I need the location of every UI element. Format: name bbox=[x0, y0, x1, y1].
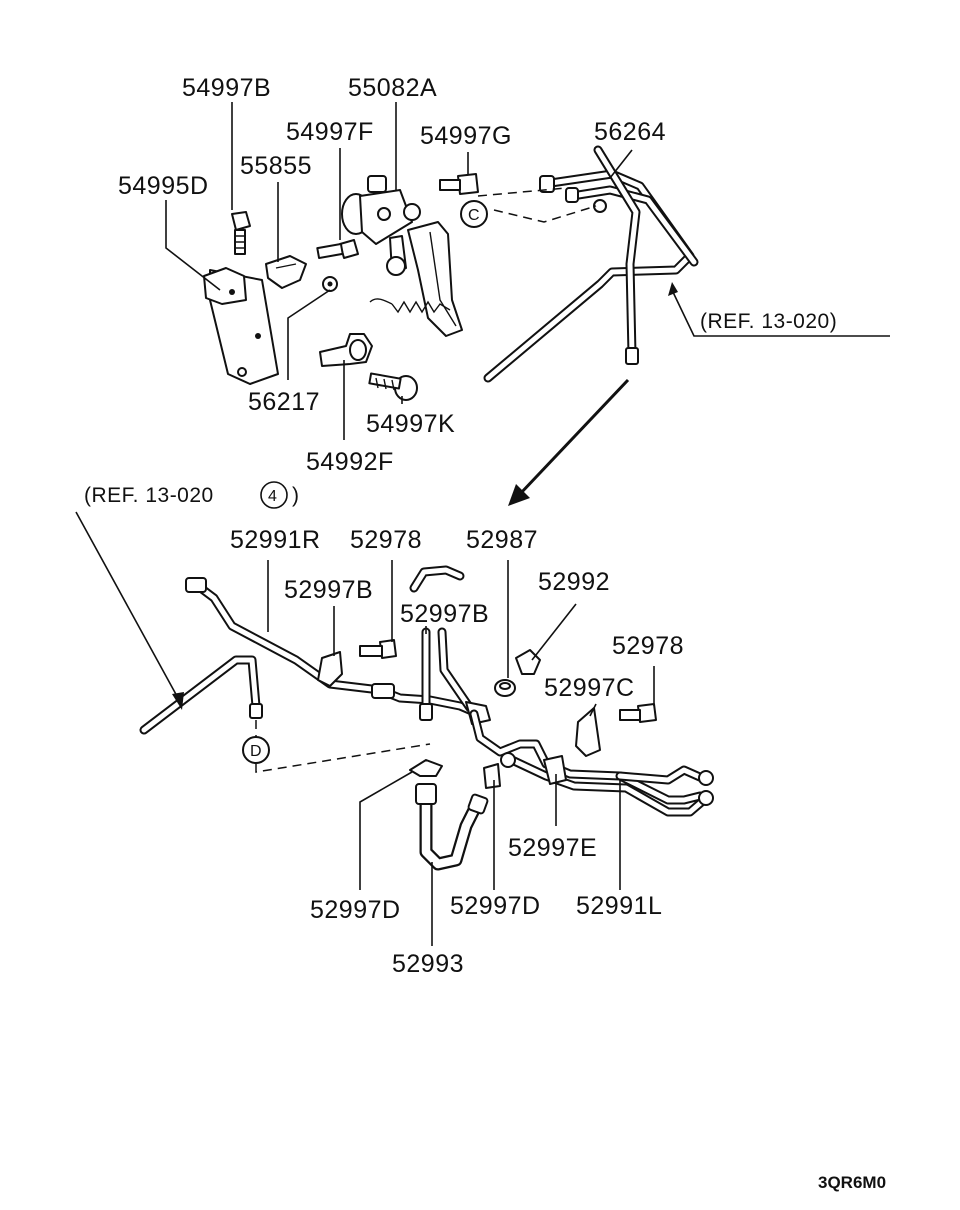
part-bolt-52978-left[interactable] bbox=[359, 639, 397, 659]
part-nut-52987[interactable] bbox=[494, 679, 516, 697]
part-bracket-54995d[interactable] bbox=[203, 267, 279, 385]
label-52997d-b[interactable]: 52997D bbox=[450, 892, 541, 920]
part-short-pipe bbox=[409, 565, 465, 721]
part-bolt-54997g[interactable] bbox=[439, 173, 479, 195]
part-clip-55855[interactable] bbox=[265, 255, 307, 289]
reference-labels: (REF. 13-020) (REF. 13-020 4 ) bbox=[84, 310, 837, 509]
lower-leaders bbox=[75, 511, 655, 946]
part-brake-pipe-52991r[interactable] bbox=[185, 577, 479, 717]
part-clip-52997b-right[interactable] bbox=[437, 627, 491, 725]
part-bolt-54997b-top[interactable] bbox=[231, 211, 251, 255]
lower-assembly: D bbox=[139, 565, 714, 871]
ref-lower-suffix: ) bbox=[292, 484, 300, 507]
label-52997c[interactable]: 52997C bbox=[544, 674, 635, 702]
marker-d-text: D bbox=[250, 743, 262, 760]
part-clip-52997b-left[interactable] bbox=[317, 651, 343, 687]
marker-c-text: C bbox=[468, 207, 480, 224]
label-52997d-a[interactable]: 52997D bbox=[310, 896, 401, 924]
label-54995d[interactable]: 54995D bbox=[118, 172, 209, 200]
part-bolt-54997f[interactable] bbox=[316, 239, 359, 260]
label-54997f[interactable]: 54997F bbox=[286, 118, 374, 146]
part-valve-55082a[interactable] bbox=[341, 175, 463, 337]
part-washer-56217[interactable] bbox=[322, 276, 338, 292]
label-55082a[interactable]: 55082A bbox=[348, 74, 437, 102]
assembly-arrow bbox=[508, 378, 630, 506]
connection-marker-c: C bbox=[460, 187, 597, 228]
diagram-code: 3QR6M0 bbox=[818, 1173, 886, 1192]
part-cushion-52992[interactable] bbox=[515, 649, 541, 675]
ref-lower-circle-number: 4 bbox=[268, 488, 277, 505]
part-clamp-52997e[interactable] bbox=[543, 755, 567, 785]
part-bolt-52978-right[interactable] bbox=[619, 703, 657, 723]
ref-lower-circle bbox=[260, 481, 288, 509]
upper-leaders bbox=[165, 102, 890, 440]
label-52997b-a[interactable]: 52997B bbox=[284, 576, 373, 604]
label-52992[interactable]: 52992 bbox=[538, 568, 610, 596]
part-clip-52997d-left[interactable] bbox=[409, 759, 443, 777]
label-52997b-b[interactable]: 52997B bbox=[400, 600, 489, 628]
label-54992f[interactable]: 54992F bbox=[306, 448, 394, 476]
part-spring bbox=[369, 298, 451, 314]
label-54997b-top[interactable]: 54997B bbox=[182, 74, 271, 102]
ref-lower-label[interactable]: (REF. 13-020 bbox=[84, 484, 214, 507]
label-54997g[interactable]: 54997G bbox=[420, 122, 512, 150]
label-52987[interactable]: 52987 bbox=[466, 526, 538, 554]
label-52991l[interactable]: 52991L bbox=[576, 892, 662, 920]
part-brake-pipe-56264[interactable] bbox=[483, 145, 699, 383]
label-54997k[interactable]: 54997K bbox=[366, 410, 455, 438]
label-56264[interactable]: 56264 bbox=[594, 118, 666, 146]
label-56217[interactable]: 56217 bbox=[248, 388, 320, 416]
label-52978-a[interactable]: 52978 bbox=[350, 526, 422, 554]
label-52978-b[interactable]: 52978 bbox=[612, 632, 684, 660]
upper-assembly: C bbox=[203, 145, 699, 506]
part-labels: 54997B 55082A 54997F 54997G 56264 55855 … bbox=[118, 74, 684, 978]
part-brake-hose-52993[interactable] bbox=[415, 783, 489, 871]
label-55855[interactable]: 55855 bbox=[240, 152, 312, 180]
part-clip-52997d-right[interactable] bbox=[483, 763, 501, 789]
connection-marker-d: D bbox=[242, 720, 431, 773]
label-52997e[interactable]: 52997E bbox=[508, 834, 597, 862]
part-reference-pipe bbox=[139, 655, 263, 735]
label-52991r[interactable]: 52991R bbox=[230, 526, 321, 554]
part-clamp-54992f[interactable] bbox=[319, 333, 373, 367]
label-52993[interactable]: 52993 bbox=[392, 950, 464, 978]
part-bolt-54997k[interactable] bbox=[368, 372, 418, 401]
ref-upper-label[interactable]: (REF. 13-020) bbox=[700, 310, 837, 333]
part-bracket-52997c[interactable] bbox=[575, 707, 601, 757]
